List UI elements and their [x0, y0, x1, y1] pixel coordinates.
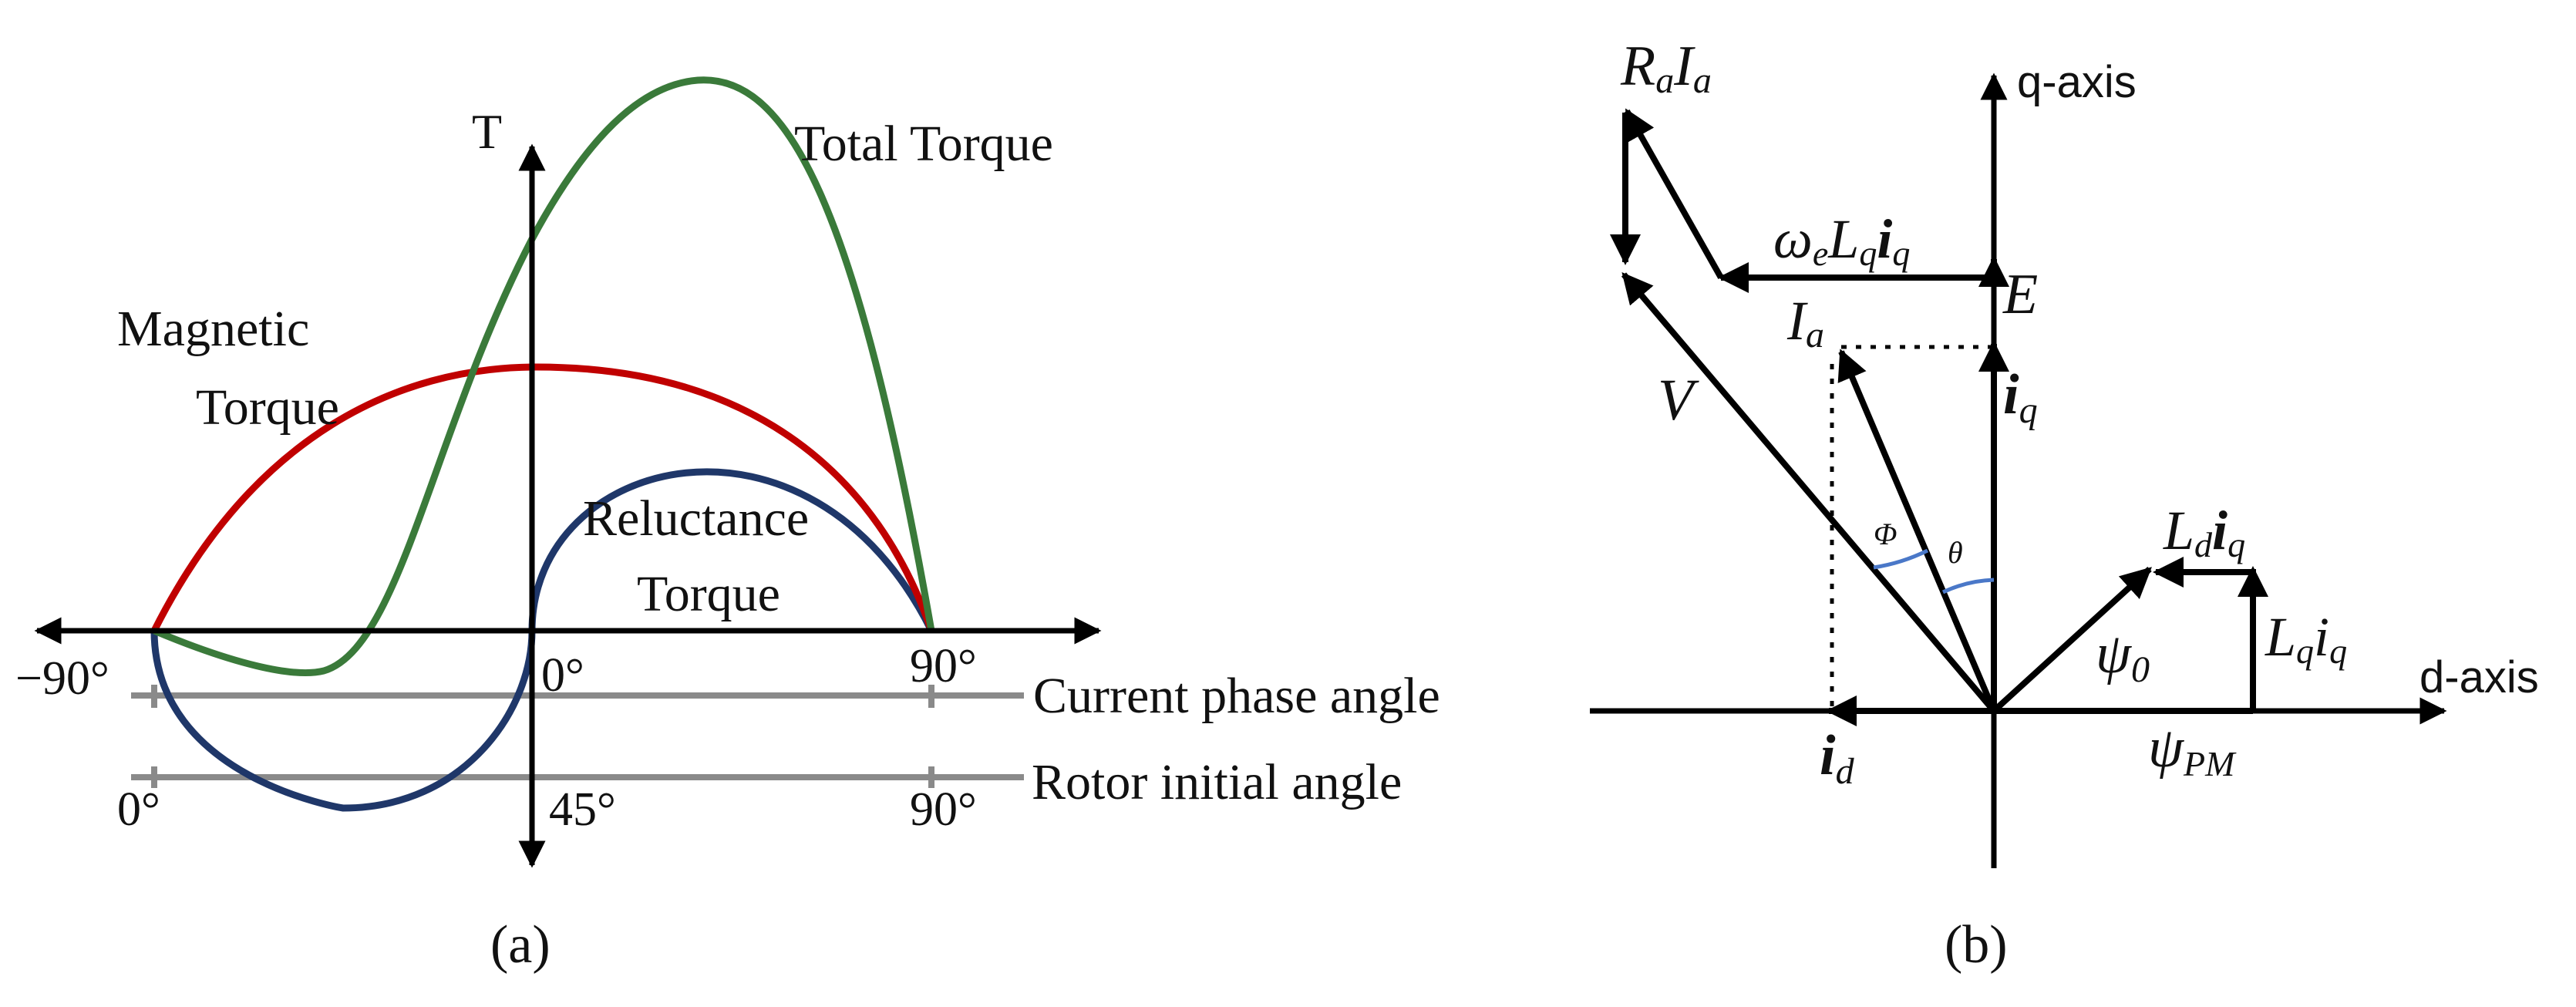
total-torque-label: Total Torque	[794, 116, 1053, 172]
reluctance-torque-curve	[150, 468, 935, 812]
current-tick-right-label: 90°	[910, 640, 977, 692]
torque-axis-label: T	[472, 104, 502, 159]
iq-label: iq	[2003, 363, 2038, 431]
psi0-vector	[1992, 567, 2152, 713]
rotor-tick-mid-label: 45°	[549, 783, 616, 836]
theta-angle-arc	[1941, 578, 1995, 594]
current-tick-left-label: −90°	[15, 652, 109, 705]
current-tick-mid-label: 0°	[541, 649, 584, 702]
total-torque-curve	[153, 76, 935, 677]
phi-angle-arc	[1873, 548, 1929, 570]
d-axis-label: d-axis	[2419, 652, 2539, 702]
reluctance-torque-label-2: Torque	[637, 566, 780, 622]
lq-iq-label: Lqiq	[2265, 606, 2347, 671]
magnetic-torque-label-2: Torque	[196, 379, 339, 436]
ld-iq-label: Ldiq	[2163, 500, 2245, 564]
current-phase-axis-label: Current phase angle	[1033, 668, 1440, 724]
e-label: E	[2002, 263, 2038, 326]
panel-a-caption: (a)	[490, 915, 551, 975]
ia-vector	[1837, 349, 1997, 712]
magnetic-torque-label-1: Magnetic	[117, 301, 309, 357]
ra-ia-label: RaIa	[1620, 35, 1712, 101]
ia-label: Ia	[1786, 290, 1824, 355]
panel-b: q-axis d-axis RaIa ωeLqiq E Ia V iq id Φ…	[1590, 35, 2539, 975]
reluctance-torque-label-1: Reluctance	[583, 490, 809, 547]
q-axis-label: q-axis	[2017, 57, 2137, 107]
phi-label: Φ	[1874, 517, 1897, 551]
v-vector	[1621, 271, 1997, 713]
panel-b-caption: (b)	[1945, 915, 2008, 975]
id-label: id	[1820, 724, 1855, 792]
ra-ia-segment	[1624, 108, 1724, 279]
psi0-label: ψ0	[2096, 622, 2150, 690]
rotor-angle-axis-label: Rotor initial angle	[1032, 754, 1402, 810]
we-lq-iq-label: ωeLqiq	[1773, 208, 1910, 273]
rotor-tick-right-label: 90°	[910, 783, 977, 836]
v-label: V	[1658, 368, 1699, 433]
theta-label: θ	[1948, 535, 1963, 570]
rotor-tick-left-label: 0°	[117, 783, 160, 836]
panel-a: T Total Torque Magnetic Torque Reluctanc…	[15, 76, 1440, 975]
psi-pm-label: ψPM	[2148, 716, 2237, 783]
